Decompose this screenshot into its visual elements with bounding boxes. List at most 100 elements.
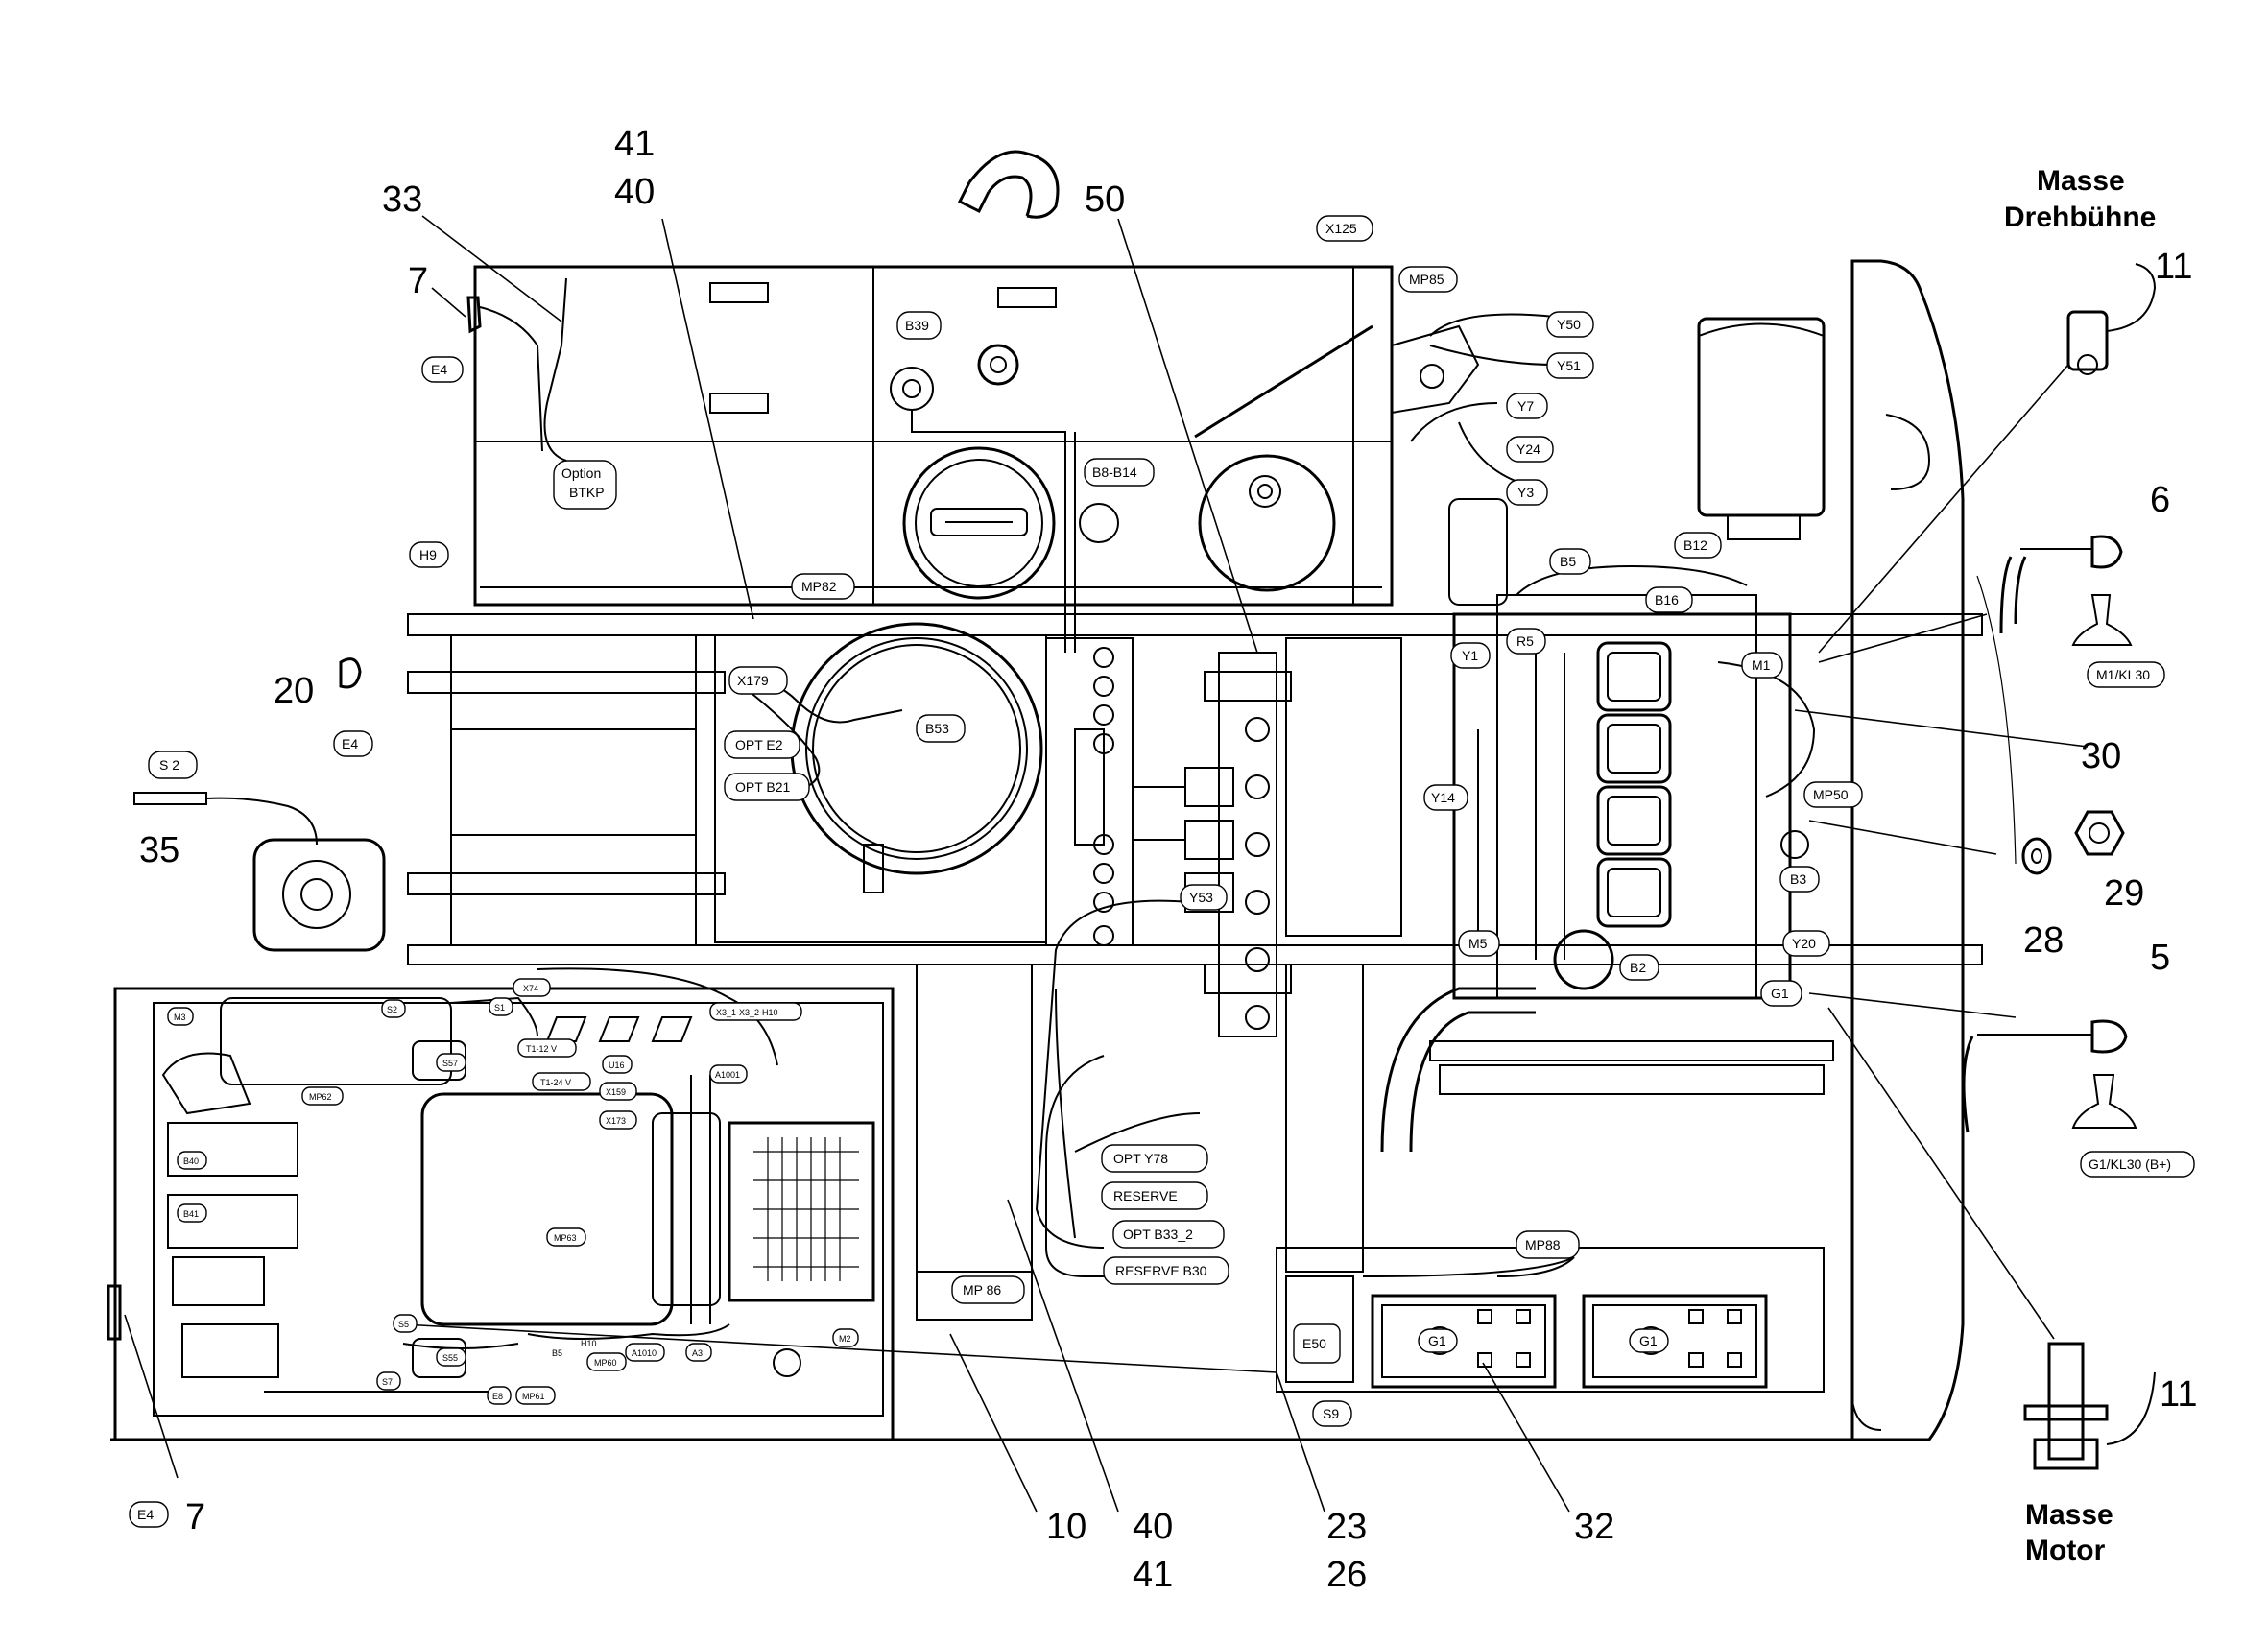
masse-motor-line2: Motor — [2025, 1535, 2106, 1566]
tag-x159: X159 — [606, 1087, 626, 1097]
masse-motor-line1: Masse — [2025, 1499, 2113, 1531]
tag-h10: H10 — [581, 1339, 597, 1348]
chassis-outline — [110, 259, 2017, 1441]
callout-41-bottom: 41 — [1133, 1555, 1173, 1595]
tag-b40: B40 — [183, 1156, 199, 1166]
tag-opt-e2: OPT E2 — [735, 737, 783, 752]
tag-y7: Y7 — [1517, 398, 1534, 414]
tag-s55: S55 — [442, 1353, 458, 1363]
tag-mp63: MP63 — [554, 1233, 577, 1243]
callout-numbers: 33 41 40 50 7 20 35 11 6 30 29 28 5 11 7… — [139, 124, 2197, 1595]
component-tags: X125 MP85 Y50 Y51 Y7 Y24 Y3 B39 B8-B14 E… — [129, 215, 2195, 1528]
tag-s9: S9 — [1323, 1406, 1339, 1421]
tag-y20: Y20 — [1792, 936, 1816, 951]
callout-10: 10 — [1046, 1507, 1086, 1547]
tag-e50: E50 — [1302, 1336, 1326, 1351]
tag-mp62: MP62 — [309, 1092, 332, 1102]
callout-26: 26 — [1326, 1555, 1367, 1595]
tag-x125: X125 — [1325, 221, 1357, 236]
tag-mp61: MP61 — [522, 1392, 545, 1401]
upper-left-cabinet — [473, 265, 1394, 653]
e4-lamp-icon-bottom — [107, 1284, 122, 1341]
lower-middle-section — [916, 964, 1825, 1393]
tag-mp88: MP88 — [1525, 1237, 1561, 1252]
masse-drehbuehne-line1: Masse — [2037, 165, 2125, 197]
tag-y14: Y14 — [1431, 790, 1455, 805]
tag-e4-top: E4 — [431, 362, 447, 377]
s2-component — [133, 792, 386, 952]
callout-11-top: 11 — [2155, 247, 2192, 287]
tag-b8-b14: B8-B14 — [1092, 465, 1137, 480]
tag-e4-mid: E4 — [342, 736, 358, 751]
tag-x179: X179 — [737, 673, 769, 688]
tag-g1-battery-left: G1 — [1428, 1333, 1446, 1348]
tag-s7: S7 — [382, 1377, 393, 1387]
frame-rails — [407, 613, 1983, 1273]
tag-b16: B16 — [1655, 592, 1679, 608]
tag-y24: Y24 — [1516, 441, 1540, 457]
tag-y3: Y3 — [1517, 485, 1534, 500]
callout-20: 20 — [274, 671, 314, 711]
tag-g1: G1 — [1771, 986, 1789, 1001]
callout-33: 33 — [382, 179, 422, 220]
callout-30: 30 — [2081, 736, 2121, 776]
leader-lines — [124, 215, 2089, 1513]
callout-7-top: 7 — [408, 261, 428, 301]
tag-option: Option — [561, 465, 601, 481]
bolt-6-icon — [1999, 535, 2133, 646]
engine-block — [1380, 317, 1834, 1153]
tag-t1-12v: T1-12 V — [526, 1044, 557, 1054]
callout-5: 5 — [2150, 938, 2170, 978]
e4-lamp-icon-top — [466, 296, 482, 334]
tag-y51: Y51 — [1557, 358, 1581, 373]
tag-x74: X74 — [523, 984, 538, 993]
ground-titles: Masse Drehbühne Masse Motor — [2004, 165, 2156, 1566]
tag-b5: B5 — [1560, 554, 1576, 569]
valve-column — [1074, 647, 1114, 946]
tag-opt-b21: OPT B21 — [735, 779, 791, 795]
cylinder-covers — [1596, 641, 1672, 928]
tag-s5: S5 — [398, 1320, 409, 1329]
callout-41-top: 41 — [614, 124, 655, 164]
callout-35: 35 — [139, 830, 179, 870]
tag-r5: R5 — [1516, 633, 1534, 649]
tag-x173: X173 — [606, 1116, 626, 1126]
callout-50: 50 — [1085, 179, 1125, 220]
tag-reserve: RESERVE — [1113, 1188, 1178, 1203]
tag-g1-battery-right: G1 — [1639, 1333, 1658, 1348]
e4-lamp-icon-mid — [339, 657, 362, 689]
tag-mp82: MP82 — [801, 579, 837, 594]
tag-e4-bottom: E4 — [137, 1507, 154, 1522]
tag-reserve-b30: RESERVE B30 — [1115, 1263, 1207, 1278]
callout-29: 29 — [2104, 873, 2144, 914]
hex-nut-icon — [2074, 810, 2125, 856]
tag-s2: S 2 — [159, 757, 179, 773]
tag-b53: B53 — [925, 721, 949, 736]
tag-m2: M2 — [839, 1334, 851, 1344]
tag-s57: S57 — [442, 1059, 458, 1068]
tag-opt-b33-2: OPT B33_2 — [1123, 1227, 1193, 1242]
tag-opt-y78: OPT Y78 — [1113, 1151, 1168, 1166]
motor-ground-bolt-icon — [2023, 1342, 2156, 1470]
wire-harness — [402, 277, 1575, 1349]
tag-mp86: MP 86 — [963, 1282, 1001, 1298]
tag-h9: H9 — [419, 547, 437, 562]
tag-x3: X3_1-X3_2-H10 — [716, 1008, 778, 1017]
callout-6: 6 — [2150, 480, 2170, 520]
tag-mp85: MP85 — [1409, 272, 1444, 287]
cable-clamp-icon — [957, 150, 1060, 219]
tag-m5: M5 — [1468, 936, 1488, 951]
tag-s2-small: S2 — [387, 1005, 397, 1014]
tag-b39: B39 — [905, 318, 929, 333]
callout-40-bottom: 40 — [1133, 1507, 1173, 1547]
tag-m3: M3 — [174, 1013, 186, 1022]
hydraulic-valve-block — [1133, 652, 1292, 1037]
tag-y50: Y50 — [1557, 317, 1581, 332]
tag-btkp: BTKP — [569, 485, 605, 500]
callout-28: 28 — [2023, 920, 2064, 961]
tag-m1-kl30: M1/KL30 — [2096, 667, 2150, 682]
tag-a3: A3 — [692, 1348, 703, 1358]
tag-mp60: MP60 — [594, 1358, 617, 1368]
tag-b3: B3 — [1790, 871, 1806, 887]
